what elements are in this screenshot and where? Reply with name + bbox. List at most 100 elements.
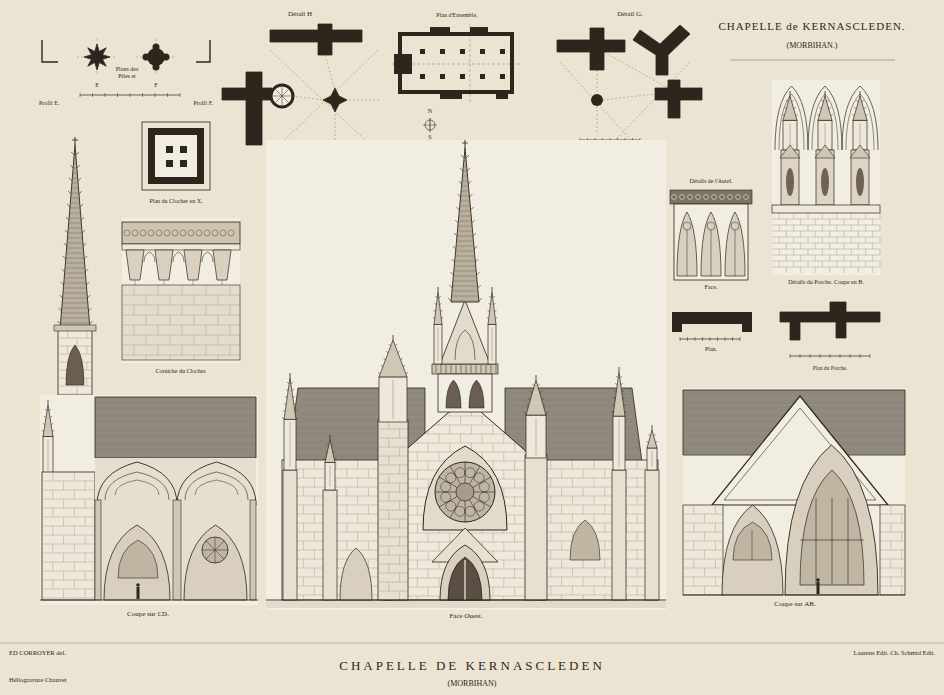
roof-slate	[96, 426, 255, 427]
stone-joint	[314, 478, 315, 487]
crocket	[84, 256, 87, 259]
stone-joint	[388, 474, 389, 483]
stone-joint	[399, 465, 400, 474]
rose-window	[435, 462, 495, 522]
spire-hatching	[452, 291, 478, 292]
crocket	[648, 434, 650, 436]
stone-joint	[637, 460, 638, 469]
spire-hatching	[63, 288, 86, 289]
nave-pier	[440, 74, 445, 79]
stone-joint	[844, 267, 845, 273]
window-mullion	[752, 530, 753, 560]
stone-joint	[583, 469, 584, 478]
stone-joint	[493, 425, 494, 434]
stone-course	[880, 523, 905, 524]
stone-joint	[303, 559, 304, 568]
stone-joint	[836, 237, 837, 243]
altar-cornice	[670, 190, 752, 204]
pinnacle-panel	[393, 380, 394, 419]
spire-hatching	[64, 278, 86, 279]
stone-joint	[844, 231, 845, 237]
spire-hatching	[459, 216, 471, 217]
crocket	[542, 398, 544, 400]
spire-hatching	[65, 273, 86, 274]
finial-cross	[72, 140, 78, 141]
spire-hatching	[63, 293, 87, 294]
roof-slate	[96, 405, 255, 406]
crocket	[453, 246, 456, 249]
porch-details	[772, 80, 880, 275]
plate-label: Plan du Porche.	[812, 365, 849, 371]
stone-joint	[314, 460, 315, 469]
crocket	[68, 191, 71, 194]
east-window	[800, 470, 864, 585]
construction-line	[335, 110, 336, 140]
stone-joint	[637, 478, 638, 487]
stone-joint	[134, 325, 135, 335]
stone-course	[772, 237, 880, 238]
scale-tick	[840, 354, 841, 358]
balustrade-post	[456, 365, 457, 373]
statue	[856, 168, 864, 196]
corbel	[126, 250, 144, 280]
pinnacle-shaft	[647, 448, 657, 470]
stone-joint	[793, 225, 794, 231]
stone-joint	[85, 535, 86, 544]
porch-vault-arch	[808, 86, 842, 150]
stone-course	[122, 295, 240, 296]
frieze-leaf	[204, 230, 210, 236]
stone-joint	[74, 508, 75, 517]
stone-joint	[800, 243, 801, 249]
stone-joint	[901, 532, 902, 541]
stone-course	[42, 526, 95, 527]
stone-joint	[206, 325, 207, 335]
stair-turret	[271, 85, 293, 107]
niche-mullion	[687, 230, 688, 276]
roof-slate	[96, 447, 255, 448]
side-wall	[683, 505, 723, 595]
stone-joint	[417, 470, 418, 479]
crocket	[87, 295, 90, 298]
vault-rib	[177, 462, 256, 505]
crocket	[449, 285, 452, 288]
nave-pier	[420, 74, 425, 79]
stone-joint	[693, 505, 694, 514]
stone-joint	[346, 469, 347, 478]
stone-joint	[704, 514, 705, 523]
door-trumeau	[464, 560, 466, 600]
crocket	[623, 397, 625, 399]
crocket	[829, 107, 831, 109]
stone-course	[42, 580, 95, 581]
stair-step	[282, 96, 288, 102]
stone-course	[683, 577, 723, 578]
stone-course	[880, 550, 905, 551]
stone-joint	[865, 237, 866, 243]
pier	[250, 500, 256, 600]
crocket	[83, 243, 86, 246]
stone-joint	[822, 261, 823, 267]
plate-label: (MORBIHAN.)	[786, 42, 839, 51]
construction-line	[597, 70, 598, 94]
scale-tick	[790, 354, 791, 358]
pinnacle-spire	[488, 292, 496, 324]
stone-joint	[218, 295, 219, 305]
stone-joint	[550, 460, 551, 469]
altar-face	[674, 204, 748, 280]
finial	[619, 367, 620, 372]
stone-course	[540, 541, 658, 542]
spire-hatching	[459, 211, 470, 212]
spire-hatching	[460, 201, 470, 202]
stone-joint	[303, 505, 304, 514]
stone-course	[683, 514, 723, 515]
roof-slate	[506, 403, 632, 404]
crocket	[612, 404, 614, 406]
belfry-pier	[180, 146, 187, 153]
stone-joint	[417, 434, 418, 443]
crocket	[378, 372, 380, 374]
balustrade-post	[481, 365, 482, 373]
scale-tick	[142, 93, 143, 97]
stone-course	[540, 523, 658, 524]
nave-pier	[420, 49, 425, 54]
belfry-plan	[142, 122, 210, 190]
corbel	[213, 250, 231, 280]
